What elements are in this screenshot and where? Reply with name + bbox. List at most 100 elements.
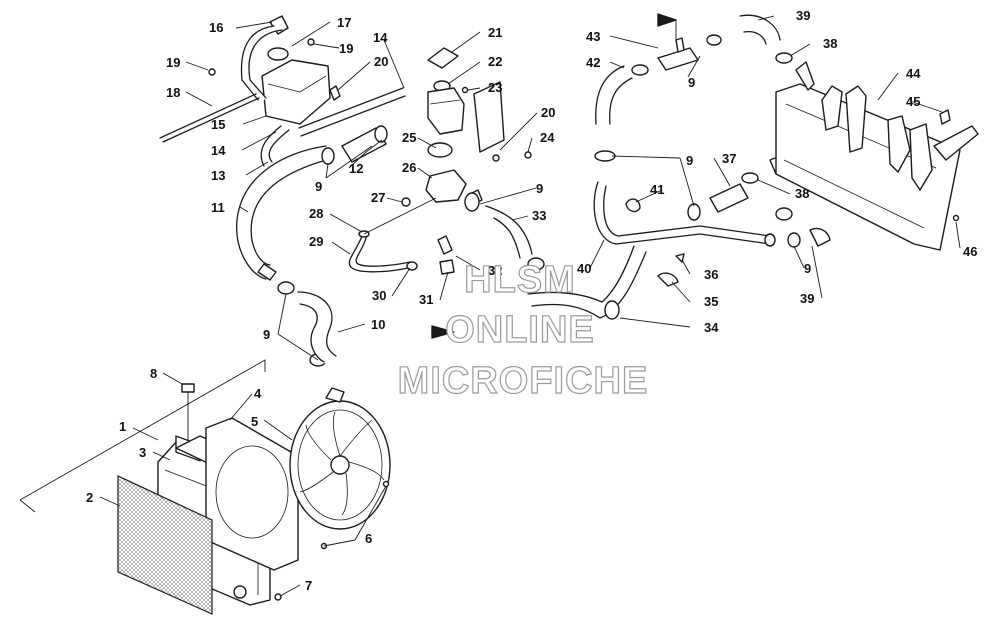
fan-hub [330,455,350,475]
clip-20b [492,154,500,162]
label-4: 4 [254,386,262,401]
clip-35 [657,272,679,287]
label-9-left-upper: 9 [315,179,322,194]
upper-housing [427,87,465,135]
frame-arm [933,125,979,161]
label-7: 7 [305,578,312,593]
label-20-top: 20 [374,54,388,69]
watermark-line-2: ONLINE [445,309,595,351]
fan-screw-2 [382,480,390,488]
label-15: 15 [211,117,225,132]
callout-labels: 1 2 3 4 5 6 7 8 9 10 11 12 13 14 14 15 1… [86,8,977,593]
clamp-30 [406,261,418,271]
clamp-9h [706,34,722,46]
frame-tab-1 [821,85,843,131]
label-28: 28 [309,206,323,221]
hose-10 [297,291,337,363]
label-32: 32 [488,263,502,278]
assembly-bracket-line [19,359,266,501]
label-11: 11 [211,200,225,215]
clip-45 [939,109,951,125]
label-31: 31 [419,292,433,307]
hose-37 [709,183,749,213]
reservoir-tank [261,59,331,125]
label-36: 36 [704,267,718,282]
label-33: 33 [532,208,546,223]
bypass-hoses [348,197,437,273]
label-3: 3 [139,445,146,460]
label-6: 6 [365,531,372,546]
label-9-top-right: 9 [688,75,695,90]
fan-inner-ring [297,409,383,521]
label-25: 25 [402,130,416,145]
hose-12-end [374,125,388,143]
label-8: 8 [150,366,157,381]
hose-34 [527,245,647,319]
reservoir-edge [267,75,327,93]
frame-rail-44 [775,83,961,251]
label-14-right: 14 [373,30,388,45]
label-39-top: 39 [796,8,810,23]
label-17: 17 [337,15,351,30]
label-21: 21 [488,25,502,40]
label-41: 41 [650,182,664,197]
label-39-lower: 39 [800,291,814,306]
shroud-opening [215,445,289,539]
label-26: 26 [402,160,416,175]
label-22: 22 [488,54,502,69]
label-44: 44 [906,66,921,81]
tee-43-port [675,37,685,53]
label-24: 24 [540,130,555,145]
hose-11 [236,145,335,280]
vent-hose-16 [240,25,283,101]
clamp-9a [321,147,335,165]
label-10: 10 [371,317,385,332]
fan-blades [299,411,385,516]
clamp-38 [741,172,759,184]
arrow-center [431,325,455,339]
screw-19a [208,68,216,76]
hoses-center [437,192,647,320]
screw-23 [461,86,469,94]
radiator-screen [117,475,213,615]
assembly-bracket-tick [19,499,36,513]
clamp-38-lower [775,207,793,221]
label-34: 34 [704,320,719,335]
frame-rail [775,61,979,251]
hoses-left [236,87,408,367]
nut-24 [524,151,532,159]
label-38-lower: 38 [795,186,809,201]
screw-19b [307,38,315,46]
pipe-40-end [764,233,776,247]
label-23: 23 [488,80,502,95]
label-2: 2 [86,490,93,505]
overflow-tube-18 [159,93,260,143]
hose-39-top [739,14,781,45]
frame-tab-2 [845,85,867,153]
frame-tab-3 [887,115,911,173]
coolant-reservoir [159,15,341,143]
hose-29 [348,235,411,273]
label-13: 13 [211,168,225,183]
filler-cap-21 [427,47,459,69]
upper-housing-line [429,99,461,105]
label-40: 40 [577,261,591,276]
clamp-34-end [604,300,620,320]
clamp-38-top [775,52,793,64]
label-12: 12 [349,161,363,176]
label-19-left: 19 [166,55,180,70]
bolt-7 [274,593,282,601]
label-9-right-mid: 9 [686,153,693,168]
label-9-left: 9 [263,327,270,342]
watermark-line-3: MICROFICHE [398,360,649,402]
arrow-markers [431,13,677,339]
hose-14 [298,87,406,137]
lower-housing-26 [425,169,467,203]
clamp-9j [787,232,801,248]
label-5: 5 [251,414,258,429]
label-16: 16 [209,20,223,35]
label-9-center: 9 [536,181,543,196]
clip-20a [329,85,341,101]
